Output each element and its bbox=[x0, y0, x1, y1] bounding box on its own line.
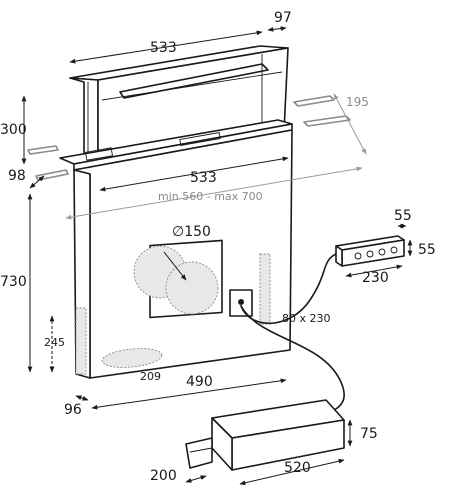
bottom-cutout-region bbox=[101, 348, 163, 368]
label-motor-width: 520 bbox=[284, 460, 311, 476]
label-cutout: 80 x 230 bbox=[282, 312, 331, 325]
label-base-depth: 98 bbox=[8, 168, 26, 184]
dim-cabinet-range-line bbox=[65, 166, 363, 220]
dimension-labels: 533 97 300 195 98 533 min 560 - max 700 … bbox=[0, 10, 436, 484]
label-body-width: 533 bbox=[190, 170, 217, 186]
dim-top-depth-line bbox=[267, 26, 287, 32]
label-motor-height: 75 bbox=[360, 426, 378, 442]
control-button-4 bbox=[390, 246, 398, 254]
label-control-width: 230 bbox=[362, 270, 389, 286]
cables bbox=[240, 251, 345, 413]
label-top-depth: 97 bbox=[274, 10, 292, 26]
motor-unit bbox=[185, 399, 345, 471]
hood-body bbox=[73, 129, 293, 379]
side-cutout-region bbox=[75, 307, 87, 375]
label-body-depth: 490 bbox=[186, 374, 213, 390]
label-motor-outlet: 200 bbox=[150, 468, 177, 484]
label-duct-diameter: ∅150 bbox=[172, 224, 211, 240]
junction-box-port bbox=[238, 299, 244, 305]
control-box bbox=[335, 235, 405, 267]
label-side-offset: 245 bbox=[44, 336, 65, 349]
control-button-1 bbox=[354, 252, 362, 260]
chimney-side-face bbox=[69, 77, 99, 163]
rail-top-left bbox=[27, 145, 59, 155]
dim-control-width-line bbox=[345, 264, 403, 278]
motor-outlet-line bbox=[189, 447, 213, 453]
label-control-height: 55 bbox=[418, 242, 436, 258]
rail-top-right bbox=[293, 95, 335, 107]
control-box-side bbox=[335, 245, 343, 267]
dim-bottom-depth-line bbox=[75, 395, 89, 401]
control-button-2 bbox=[366, 250, 374, 258]
dim-top-width-line bbox=[69, 30, 263, 64]
rail-lower-right bbox=[303, 115, 351, 127]
frame-slot-middle bbox=[179, 132, 221, 146]
label-body-height: 730 bbox=[0, 274, 27, 290]
back-cutout-region bbox=[259, 253, 271, 325]
chimney-vent-slot bbox=[119, 63, 269, 99]
dim-motor-outlet-line bbox=[185, 475, 207, 483]
duct-diameter-leader bbox=[163, 251, 187, 281]
dim-base-depth-line bbox=[29, 175, 45, 189]
label-rail-depth: 195 bbox=[346, 95, 369, 109]
dim-body-depth-line bbox=[91, 378, 287, 410]
motor-outlet bbox=[185, 437, 213, 469]
duct-circle-right bbox=[165, 261, 219, 315]
label-top-width: 533 bbox=[150, 40, 177, 56]
control-button-3 bbox=[378, 248, 386, 256]
chimney-frame-line bbox=[101, 71, 283, 101]
dim-rail-depth-line bbox=[333, 93, 367, 155]
dimension-lines bbox=[21, 26, 413, 486]
label-bottom-cutout: 209 bbox=[140, 370, 161, 383]
label-bottom-depth: 96 bbox=[64, 402, 82, 418]
label-control-depth: 55 bbox=[394, 208, 412, 224]
cable-to-motor bbox=[240, 305, 345, 413]
dim-motor-width-line bbox=[239, 458, 345, 486]
label-cabinet-range: min 560 - max 700 bbox=[158, 190, 263, 203]
label-height-300: 300 bbox=[0, 122, 27, 138]
